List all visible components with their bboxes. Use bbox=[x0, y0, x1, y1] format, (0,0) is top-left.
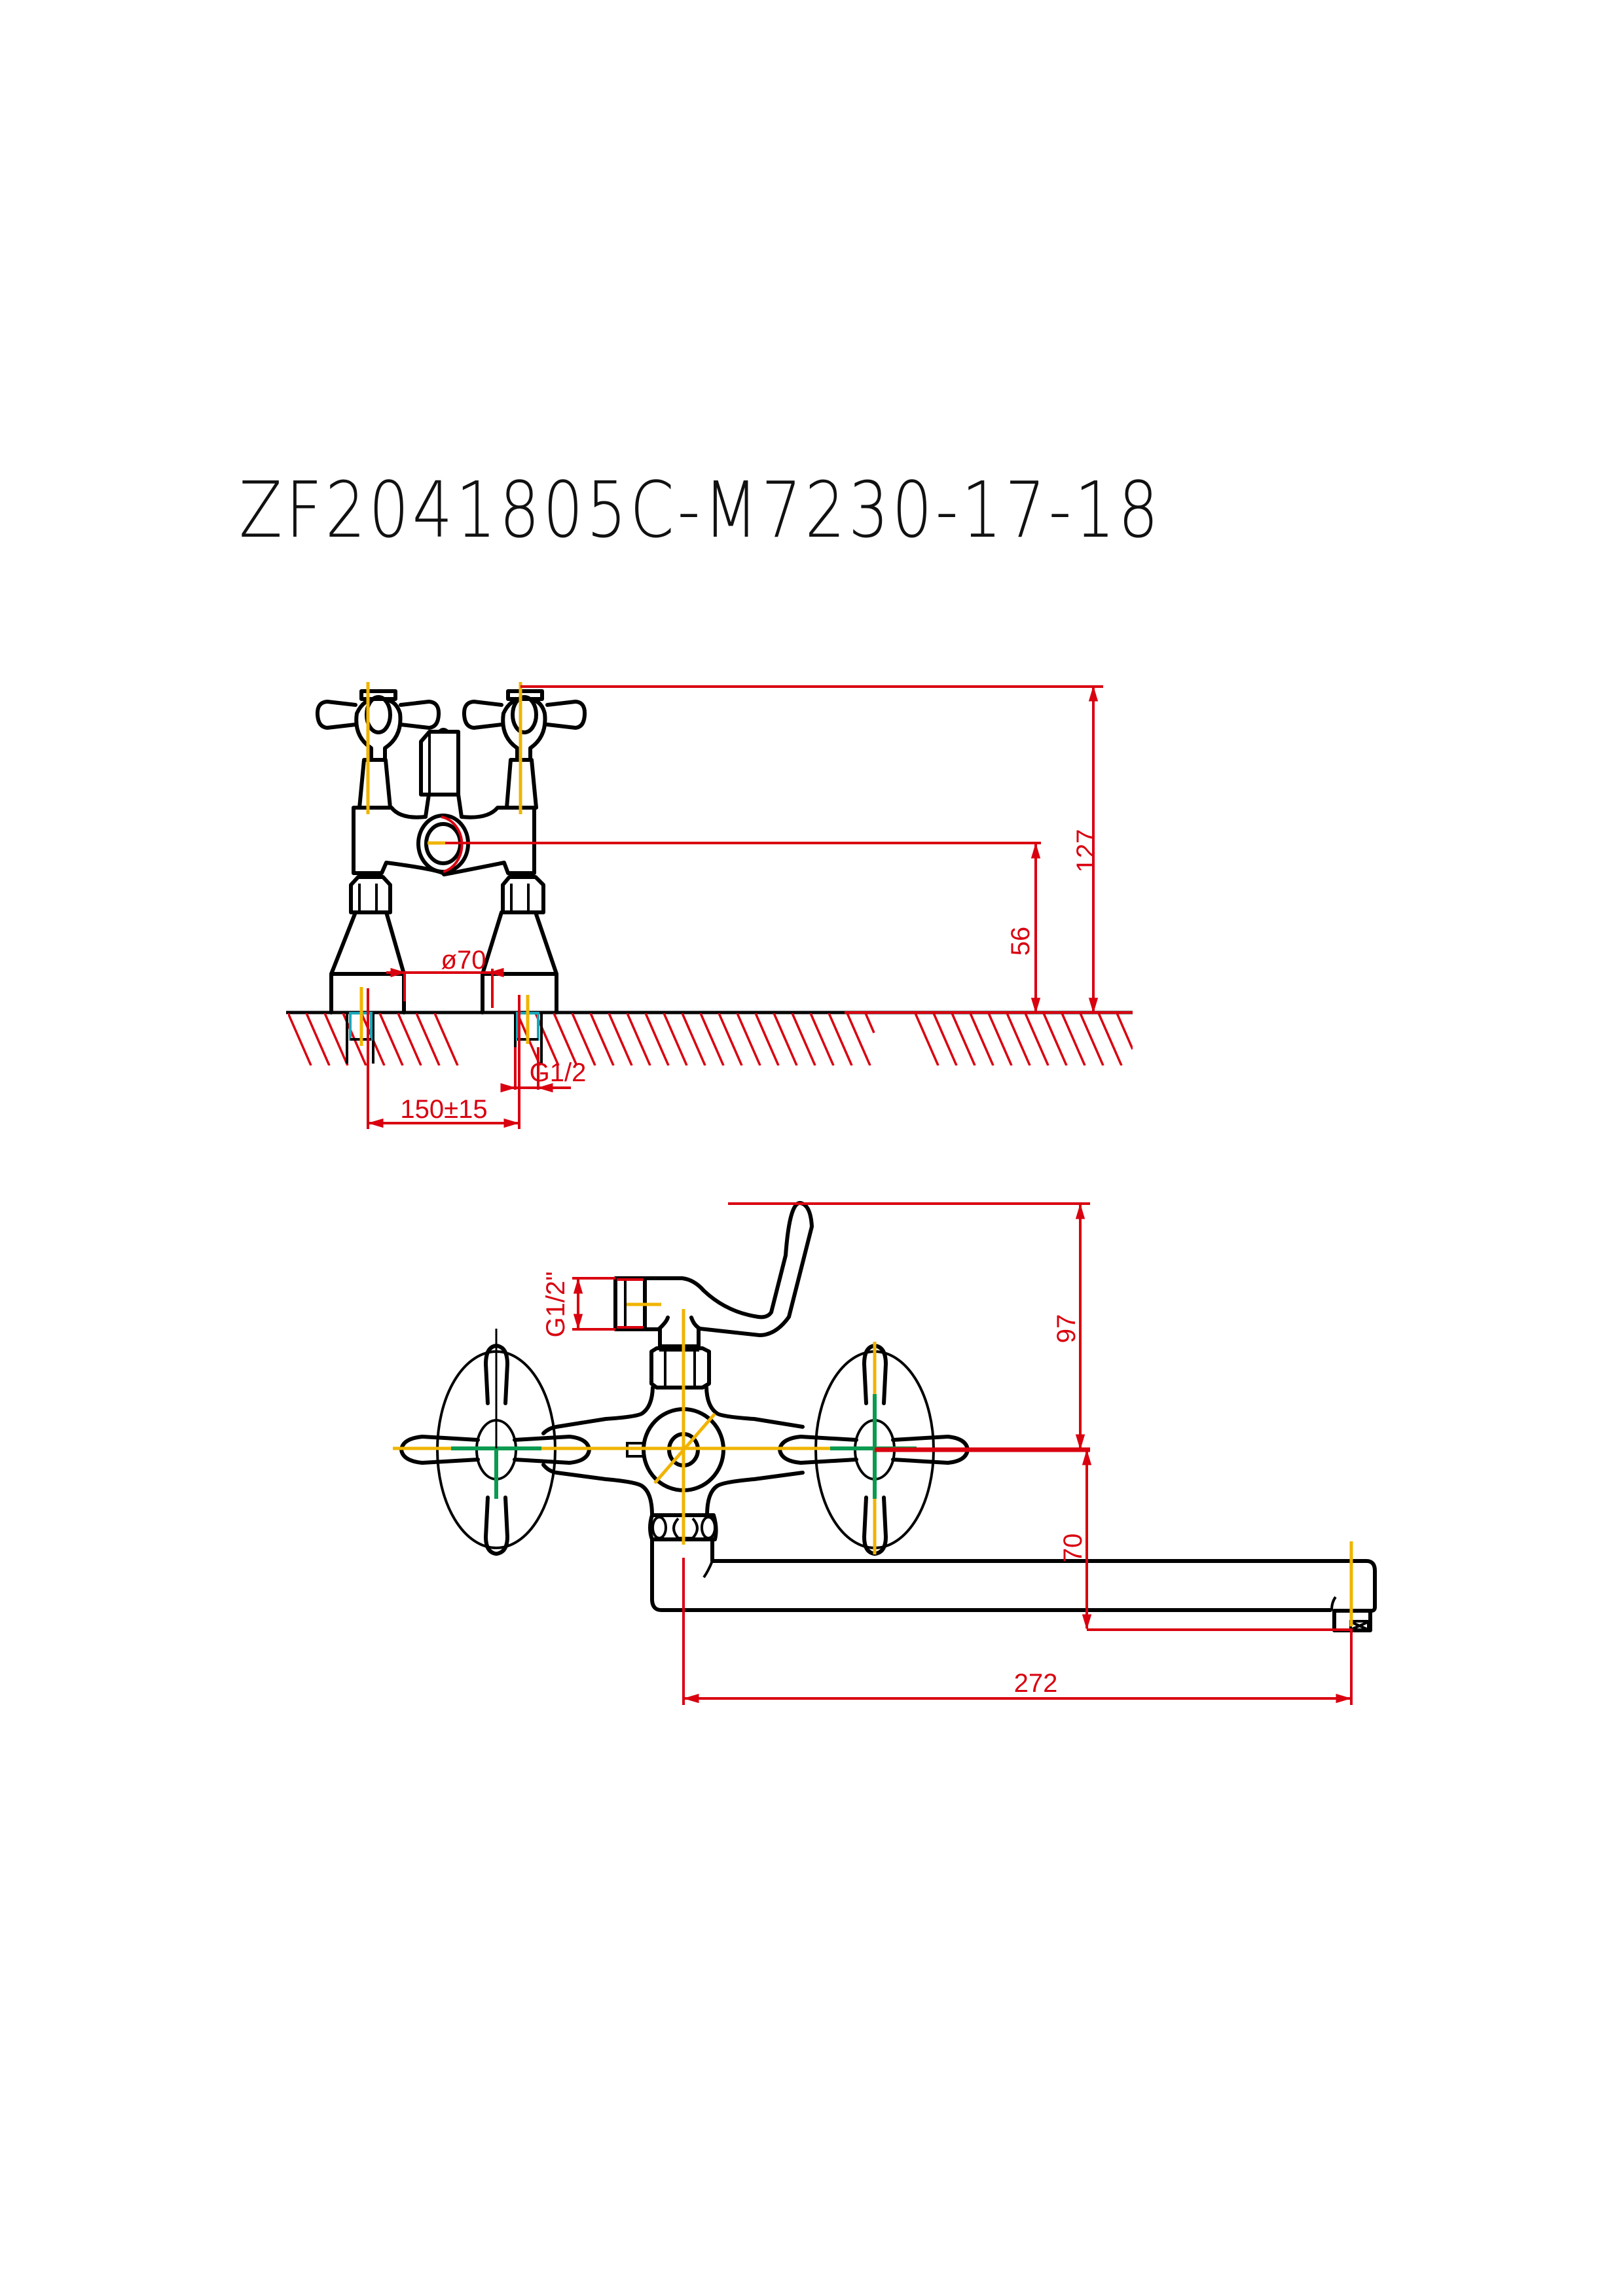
dim-center-spacing: 150±15 bbox=[400, 1095, 487, 1124]
diverter-knob bbox=[419, 730, 460, 797]
dim-inlet-thread: G1/2 bbox=[530, 1058, 587, 1087]
dim-shower-thread: G1/2" bbox=[541, 1272, 570, 1338]
top-hex-nut bbox=[649, 1346, 711, 1390]
dim-spout-drop: 70 bbox=[1059, 1534, 1087, 1563]
top-dimensions: G1/2" 97 70 272 bbox=[541, 1202, 1353, 1705]
top-view bbox=[393, 1201, 1377, 1632]
dim-spout-reach: 272 bbox=[1014, 1669, 1058, 1698]
left-nut bbox=[349, 875, 392, 914]
right-handle bbox=[462, 689, 587, 810]
dim-overall-height: 127 bbox=[1072, 829, 1101, 873]
spout-collar bbox=[648, 1513, 718, 1541]
spout-bottom bbox=[650, 1537, 1332, 1612]
front-dimensions: 127 56 ø70 150±15 G1/2 bbox=[367, 685, 1133, 1129]
front-view bbox=[286, 682, 1133, 1066]
floor-hatch bbox=[288, 1013, 1133, 1066]
right-nut bbox=[501, 875, 545, 914]
drawing-title: ZF2041805C-M7230-17-18 bbox=[239, 465, 1162, 555]
dim-base-diameter: ø70 bbox=[441, 946, 486, 975]
left-handle bbox=[315, 689, 441, 810]
dim-outlet-height: 56 bbox=[1006, 927, 1035, 956]
dim-height-above-center: 97 bbox=[1052, 1314, 1081, 1344]
diverter-lever bbox=[643, 1201, 814, 1337]
